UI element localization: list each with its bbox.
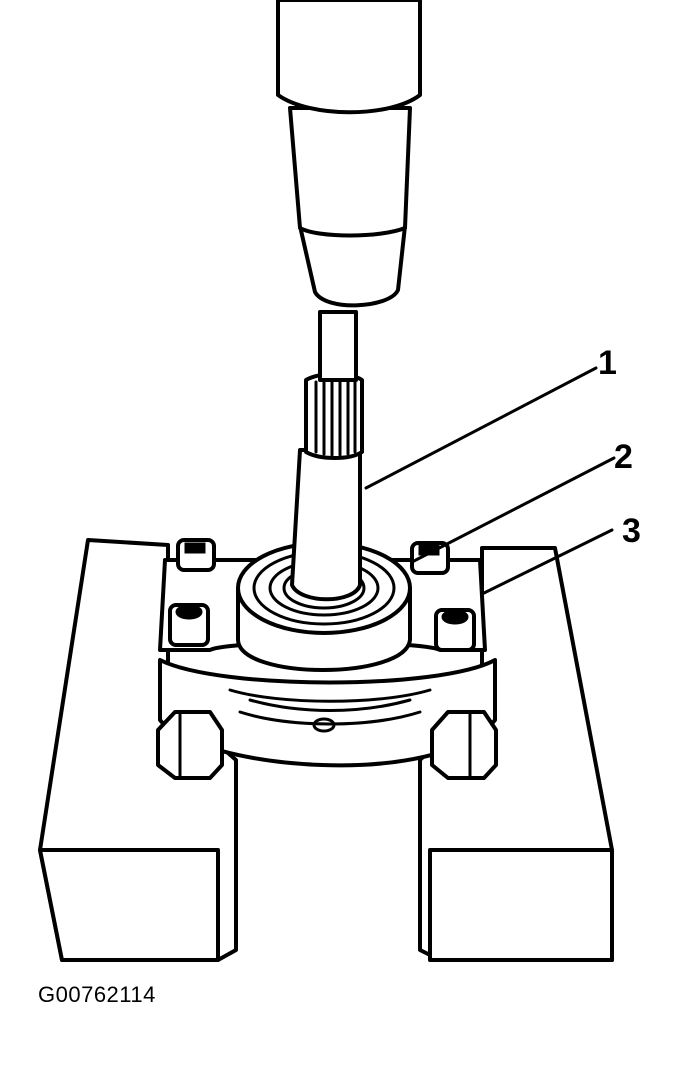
callout-number-3: 3 xyxy=(622,512,641,550)
leader-1 xyxy=(364,366,598,490)
separator-hole xyxy=(312,717,336,733)
separator-slot-mid xyxy=(248,698,412,712)
support-blocks xyxy=(38,538,614,962)
callout-number-2: 2 xyxy=(614,438,633,476)
leader-2 xyxy=(410,456,616,564)
bolt-rear-left xyxy=(176,538,216,572)
support-block-left-front xyxy=(38,848,220,962)
separator-base xyxy=(158,658,497,768)
ram-lower xyxy=(298,224,407,308)
support-block-right-front xyxy=(428,848,614,962)
shaft-body xyxy=(290,448,362,602)
separator-slot-upper xyxy=(228,688,432,703)
ram-upper xyxy=(276,0,422,115)
callout-leaders xyxy=(364,366,616,596)
separator-slot-lower xyxy=(238,710,422,726)
figure-id: G00762114 xyxy=(38,982,156,1007)
bolt-mid-left xyxy=(168,603,210,647)
spline-lines xyxy=(314,376,357,457)
press-ram xyxy=(276,0,422,308)
bolt-front-right xyxy=(430,710,498,780)
bolt-mid-right xyxy=(434,608,476,652)
bolts xyxy=(156,538,498,780)
bolt-front-left xyxy=(156,710,224,780)
ram-middle xyxy=(288,106,412,238)
callout-number-1: 1 xyxy=(598,344,617,382)
shaft-tip xyxy=(318,310,358,382)
leader-3 xyxy=(480,528,614,596)
axle-shaft xyxy=(290,310,364,602)
